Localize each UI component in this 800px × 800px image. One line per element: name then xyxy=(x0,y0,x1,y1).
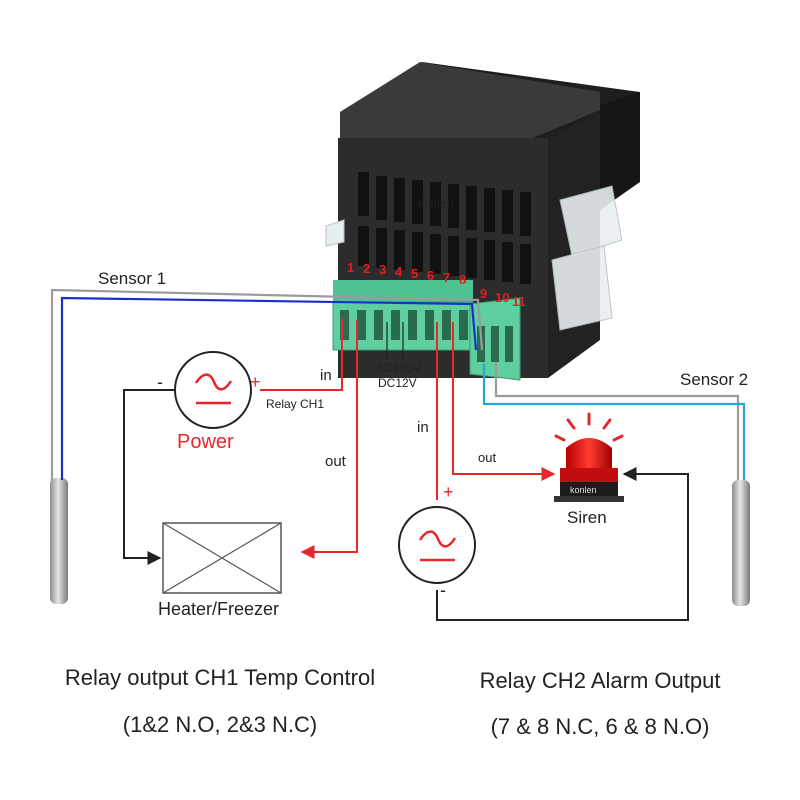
supply-leader-lines xyxy=(386,322,404,360)
mounting-clip xyxy=(325,185,623,331)
relay-ch1-wires xyxy=(123,318,358,565)
sensor-2-wires xyxy=(482,362,746,480)
siren-label: Siren xyxy=(567,508,607,527)
terminal-number: 6 xyxy=(427,268,434,283)
terminal-number: 10 xyxy=(495,290,509,305)
left-caption-subtitle: (1&2 N.O, 2&3 N.C) xyxy=(122,712,318,737)
right-caption-title: Relay CH2 Alarm Output xyxy=(479,668,721,693)
terminal-number: 5 xyxy=(411,266,418,281)
power-source-1 xyxy=(174,351,252,429)
terminal-number: 9 xyxy=(480,286,487,301)
source2-minus-label: - xyxy=(440,580,446,600)
housing-brand-text: konlen xyxy=(418,197,453,211)
sensor-1-label: Sensor 1 xyxy=(98,269,166,288)
supply-label-ac: AC220V xyxy=(376,361,421,375)
power-source-2 xyxy=(398,506,476,584)
relay-ch1-label: Relay CH1 xyxy=(266,397,324,411)
left-caption-title: Relay output CH1 Temp Control xyxy=(64,665,376,690)
siren-brand-text: konlen xyxy=(570,485,597,495)
terminal-number: 11 xyxy=(512,294,526,309)
in-label-1: in xyxy=(320,367,332,384)
terminal-number: 4 xyxy=(395,264,403,279)
vent-slots-bottom xyxy=(358,226,531,284)
vent-slots-top xyxy=(358,172,531,236)
heater-freezer-box xyxy=(162,522,282,594)
out-label-1: out xyxy=(325,453,347,470)
sensor-1-wires xyxy=(50,288,484,480)
siren-icon: konlen xyxy=(554,412,624,502)
terminal-number: 3 xyxy=(379,262,386,277)
terminal-number: 7 xyxy=(443,270,450,285)
out-label-2: out xyxy=(478,450,496,465)
power-minus-label: - xyxy=(157,372,163,392)
controller-housing: konlen xyxy=(325,62,640,378)
relay-ch2-wires xyxy=(436,322,689,621)
terminal-number: 2 xyxy=(363,261,370,276)
supply-label-dc: DC12V xyxy=(378,376,417,390)
terminal-number: 8 xyxy=(459,272,466,287)
sensor-1-probe xyxy=(50,478,68,604)
power-plus-label: + xyxy=(250,372,261,392)
sensor-2-probe xyxy=(732,480,750,606)
in-label-2: in xyxy=(417,419,429,436)
right-caption-subtitle: (7 & 8 N.C, 6 & 8 N.O) xyxy=(490,714,710,739)
heater-label: Heater/Freezer xyxy=(158,599,279,619)
source2-plus-label: + xyxy=(443,482,454,502)
terminal-number: 1 xyxy=(347,260,354,275)
sensor-2-label: Sensor 2 xyxy=(680,370,748,389)
power-label: Power xyxy=(177,431,234,453)
